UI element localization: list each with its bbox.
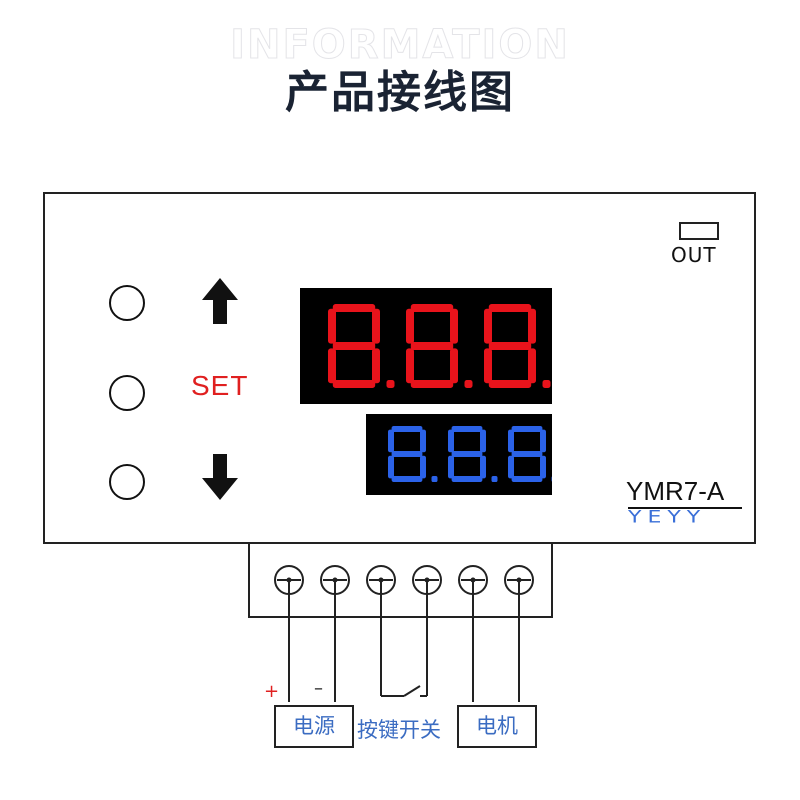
set-button[interactable] <box>109 375 145 411</box>
segment <box>391 451 423 457</box>
segment <box>332 380 376 388</box>
segment <box>480 455 486 479</box>
segment <box>488 304 532 312</box>
segment <box>480 429 486 453</box>
segment <box>372 348 380 384</box>
segment <box>448 455 454 479</box>
segment <box>420 429 426 453</box>
segment <box>406 308 414 344</box>
segment <box>540 429 546 453</box>
model-number: YMR7-A <box>626 476 725 506</box>
plus-sign: + <box>264 681 280 702</box>
minus-sign: – <box>314 678 323 699</box>
red-seven-segment <box>328 304 551 388</box>
segment <box>488 342 532 350</box>
down-arrow-icon <box>202 454 238 500</box>
blue-seven-segment <box>388 426 558 482</box>
segment <box>450 308 458 344</box>
segment <box>511 451 543 457</box>
segment <box>528 348 536 384</box>
segment <box>388 455 394 479</box>
segment <box>528 308 536 344</box>
segment <box>410 380 454 388</box>
segment <box>484 308 492 344</box>
segment <box>540 455 546 479</box>
segment <box>391 476 423 482</box>
down-button[interactable] <box>109 464 145 500</box>
motor-label-box: 电机 <box>457 705 537 748</box>
power-label-box: 电源 <box>274 705 354 748</box>
segment <box>511 476 543 482</box>
up-arrow-icon <box>202 278 238 324</box>
model-underline <box>628 507 742 509</box>
segment <box>508 455 514 479</box>
segment <box>332 342 376 350</box>
power-label: 电源 <box>293 714 335 738</box>
segment <box>391 426 423 432</box>
decimal-point <box>464 380 473 388</box>
red-display <box>300 288 552 404</box>
segment <box>420 455 426 479</box>
decimal-point <box>491 476 498 482</box>
blue-display <box>366 414 558 495</box>
segment <box>450 348 458 384</box>
segment <box>488 380 532 388</box>
decimal-point <box>386 380 395 388</box>
up-button[interactable] <box>109 285 145 321</box>
page-title: 产品接线图 <box>285 67 515 118</box>
set-label: SET <box>191 370 249 401</box>
segment <box>451 451 483 457</box>
segment <box>451 476 483 482</box>
segment <box>328 348 336 384</box>
watermark-text: INFORMATION <box>230 22 570 69</box>
switch-label: 按键开关 <box>357 718 441 742</box>
terminal-block <box>248 544 553 618</box>
motor-label: 电机 <box>476 714 518 738</box>
out-indicator <box>679 222 719 240</box>
segment <box>388 429 394 453</box>
segment <box>332 304 376 312</box>
segment <box>511 426 543 432</box>
segment <box>484 348 492 384</box>
decimal-point <box>542 380 551 388</box>
segment <box>451 426 483 432</box>
segment <box>406 348 414 384</box>
brand-logo: YEYY <box>628 508 707 527</box>
segment <box>328 308 336 344</box>
segment <box>410 304 454 312</box>
segment <box>372 308 380 344</box>
segment <box>410 342 454 350</box>
segment <box>448 429 454 453</box>
decimal-point <box>431 476 438 482</box>
out-label: OUT <box>671 243 717 267</box>
segment <box>508 429 514 453</box>
wiring-diagram <box>274 565 534 702</box>
decimal-point <box>551 476 558 482</box>
